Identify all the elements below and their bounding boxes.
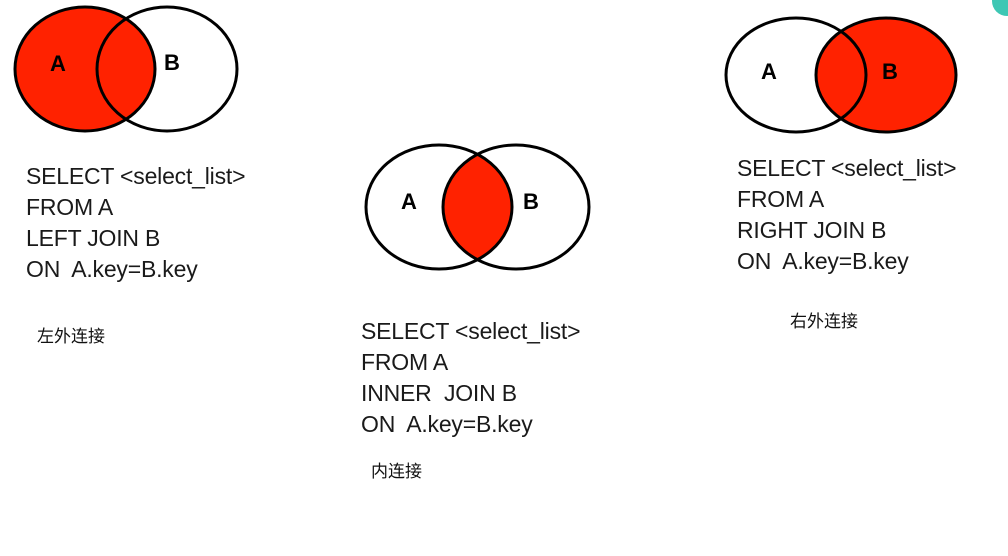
left-join-label-b: B xyxy=(164,50,180,75)
right-join-sql-line: RIGHT JOIN B xyxy=(737,217,887,243)
left-join-circle-b-outline xyxy=(95,5,239,133)
right-join-circle-a-outline xyxy=(724,16,868,134)
inner-join-sql-line: SELECT <select_list> xyxy=(361,318,581,344)
inner-join-sql-line: ON A.key=B.key xyxy=(361,411,533,437)
inner-join-intersection-fill xyxy=(443,145,512,269)
right-join-circle-b-fill xyxy=(816,18,956,132)
left-join-circle-a-outline xyxy=(13,5,157,133)
right-join-venn: A B xyxy=(724,16,958,134)
left-join-sql-line: ON A.key=B.key xyxy=(26,256,198,282)
left-join-sql-line: LEFT JOIN B xyxy=(26,225,161,251)
inner-join-label-b: B xyxy=(523,189,539,214)
inner-join-sql-line: INNER JOIN B xyxy=(361,380,517,406)
left-join-sql-line: SELECT <select_list> xyxy=(26,163,246,189)
left-join-circle-a-fill xyxy=(15,7,155,131)
left-join-sql-line: FROM A xyxy=(26,194,113,220)
right-join-caption: 右外连接 xyxy=(790,312,858,332)
inner-join-label-a: A xyxy=(401,189,417,214)
inner-join-sql-line: FROM A xyxy=(361,349,448,375)
right-join-sql: SELECT <select_list> FROM A RIGHT JOIN B… xyxy=(737,153,956,277)
right-join-label-a: A xyxy=(761,59,777,84)
inner-join-sql: SELECT <select_list> FROM A INNER JOIN B… xyxy=(361,316,580,440)
inner-join-venn: A B xyxy=(364,143,591,271)
left-join-label-a: A xyxy=(50,51,66,76)
inner-join-circle-a-outline xyxy=(364,143,514,271)
right-join-sql-line: FROM A xyxy=(737,186,824,212)
corner-accent-shape xyxy=(992,0,1008,16)
right-join-sql-line: SELECT <select_list> xyxy=(737,155,957,181)
inner-join-circle-b-outline xyxy=(441,143,591,271)
left-join-venn: A B xyxy=(13,5,239,133)
left-join-sql: SELECT <select_list> FROM A LEFT JOIN B … xyxy=(26,161,245,285)
inner-join-caption: 内连接 xyxy=(371,462,422,482)
left-join-caption: 左外连接 xyxy=(37,327,105,347)
right-join-circle-b-outline xyxy=(814,16,958,134)
right-join-sql-line: ON A.key=B.key xyxy=(737,248,909,274)
right-join-label-b: B xyxy=(882,59,898,84)
